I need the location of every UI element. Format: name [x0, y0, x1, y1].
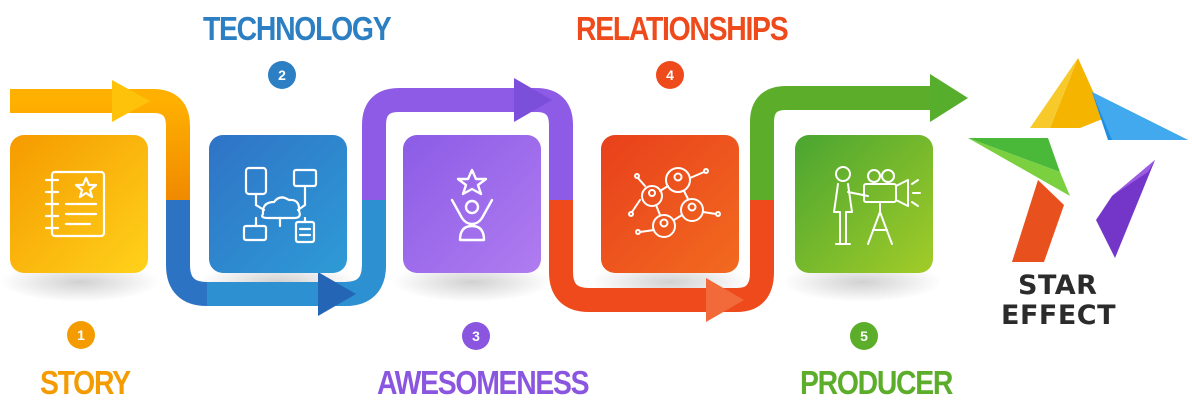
step-label-awesomeness: AWESOMENESS — [377, 364, 590, 401]
step-number-badge: 4 — [656, 61, 684, 89]
step-label-relationships: RELATIONSHIPS — [576, 10, 789, 47]
step-number-badge: 1 — [67, 321, 95, 349]
network-cloud-icon — [242, 166, 318, 244]
step-number-badge: 2 — [268, 61, 296, 89]
step-label-technology: TECHNOLOGY — [203, 10, 392, 47]
notebook-star-icon — [44, 170, 106, 238]
brand-line-1: STAR — [1018, 270, 1098, 301]
step-box-producer — [795, 135, 933, 273]
people-network-icon — [628, 167, 721, 238]
step-number-badge: 3 — [462, 322, 490, 350]
film-camera-operator-icon — [833, 166, 921, 245]
star-person-icon — [450, 168, 494, 242]
flow-arrow-blue — [166, 200, 386, 316]
step-box-awesomeness — [403, 135, 541, 273]
step-box-technology — [209, 135, 347, 273]
flow-arrow-green — [750, 74, 968, 200]
multicolor-star-logo-icon — [968, 58, 1188, 262]
step-number-badge: 5 — [850, 322, 878, 350]
flow-arrow-purple — [362, 78, 573, 200]
step-box-relationships — [601, 135, 739, 273]
step-label-story: STORY — [40, 364, 131, 401]
brand-line-2: EFFECT — [1001, 300, 1117, 331]
flow-arrow-orange — [10, 80, 190, 200]
step-label-producer: PRODUCER — [800, 364, 953, 401]
step-box-story — [10, 135, 148, 273]
flow-arrow-red — [549, 200, 774, 322]
